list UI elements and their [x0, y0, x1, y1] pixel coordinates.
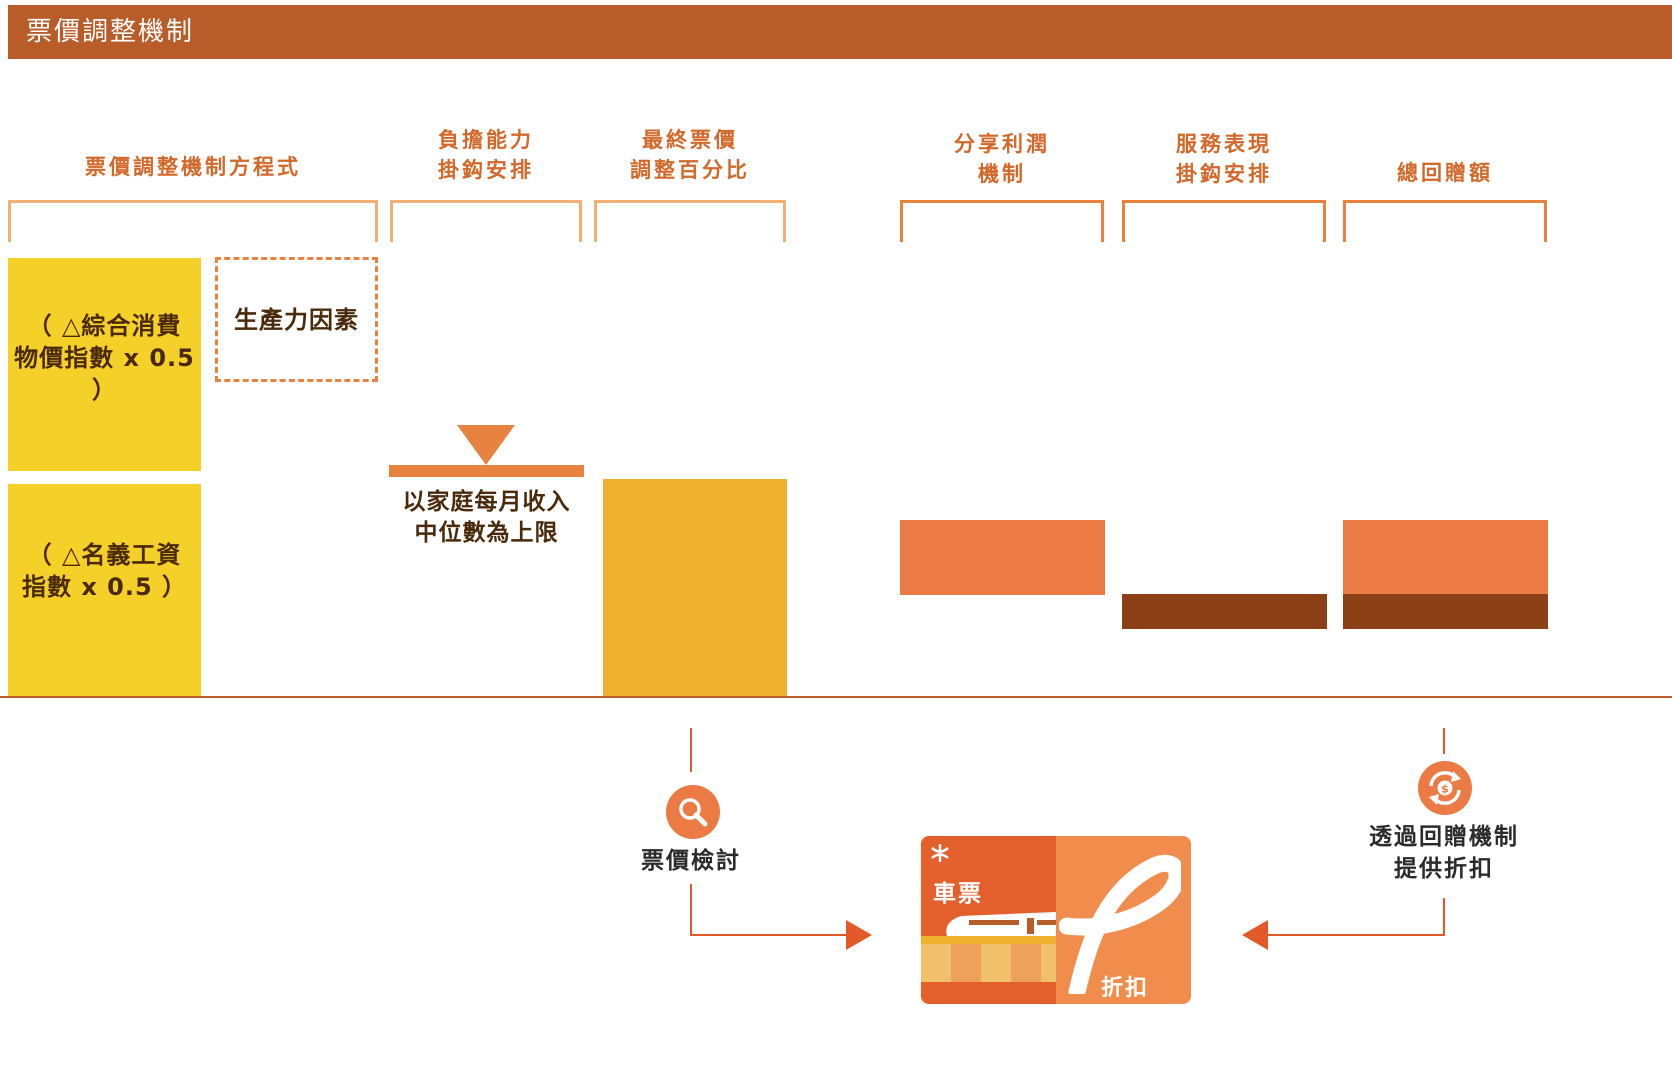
section-header: 票價調整機制 [8, 5, 1672, 59]
fare-review-label: 票價檢討 [641, 848, 741, 874]
label-formula: 票價調整機制方程式 [85, 155, 301, 179]
discount-label: 折扣 [1101, 976, 1150, 1001]
profit-share-bar [900, 520, 1105, 595]
arrow-right-icon [846, 920, 872, 950]
refund-icon: $ [1418, 761, 1472, 815]
review-connector-vertical [690, 884, 692, 936]
label-profit-share: 分享利潤機制 [954, 132, 1050, 186]
rebate-connector-top [1443, 728, 1445, 754]
octopus-logo-icon [1059, 854, 1181, 994]
review-connector-top [690, 728, 692, 772]
ticket-title: 車票 [933, 881, 983, 907]
total-rebate-profit-bar [1343, 520, 1548, 595]
label-total-rebate: 總回贈額 [1397, 161, 1493, 185]
bracket-profit-share [900, 200, 1104, 242]
svg-text:$: $ [1441, 783, 1449, 796]
section-title: 票價調整機制 [26, 17, 195, 47]
review-connector-horizontal [690, 934, 852, 936]
rebate-discount-label: 透過回贈機制提供折扣 [1369, 824, 1519, 882]
label-service-performance: 服務表現掛鈎安排 [1176, 132, 1272, 186]
total-rebate-service-bar [1343, 594, 1548, 629]
cci-box: （ △綜合消費物價指數 x 0.5 ） [8, 258, 201, 471]
bracket-formula [8, 200, 378, 242]
label-affordability: 負擔能力掛鈎安排 [438, 128, 534, 182]
service-performance-bar [1122, 594, 1327, 629]
bracket-final-percentage [594, 200, 786, 242]
bracket-service-performance [1122, 200, 1326, 242]
bracket-total-rebate [1343, 200, 1547, 242]
bracket-affordability [390, 200, 582, 242]
cap-indicator [389, 425, 584, 477]
final-percentage-bar [603, 479, 787, 697]
rebate-connector-vertical [1443, 898, 1445, 936]
mtr-logo-icon [931, 844, 949, 862]
cap-line [389, 465, 584, 477]
label-final-percentage: 最終票價調整百分比 [630, 128, 750, 182]
train-icon [946, 912, 1056, 936]
wage-index-box: （ △名義工資指數 x 0.5 ） [8, 484, 201, 697]
baseline [0, 696, 1672, 698]
rebate-connector-horizontal [1266, 934, 1445, 936]
cap-arrow-icon [457, 425, 515, 465]
productivity-factor-box: 生產力因素 [215, 257, 378, 382]
arrow-left-icon [1242, 920, 1268, 950]
magnifier-icon [666, 785, 720, 839]
ticket-card: 車票 折扣 [921, 836, 1191, 1004]
cap-label: 以家庭每月收入中位數為上限 [402, 489, 571, 546]
